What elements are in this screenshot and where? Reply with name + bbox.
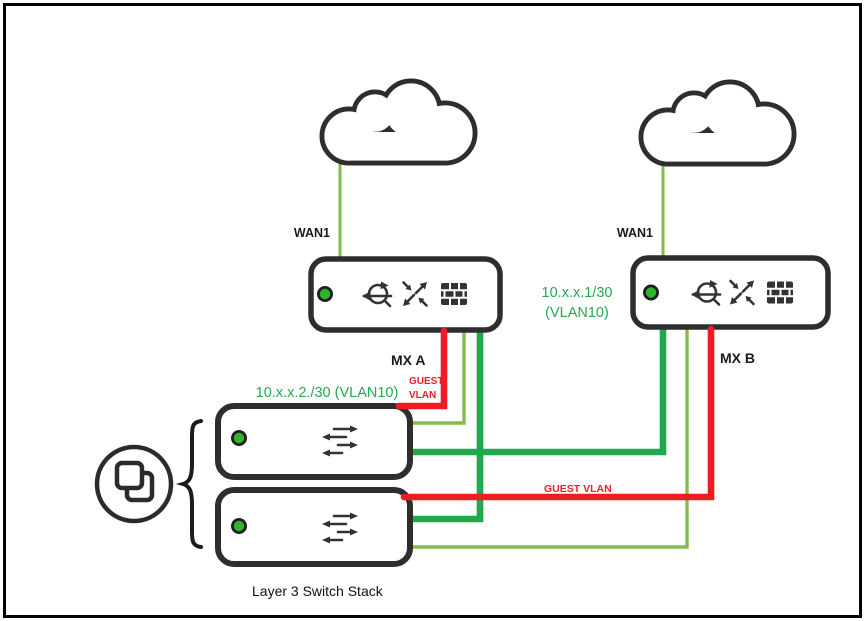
switch-1-device (215, 403, 413, 480)
mx-b-chassis (630, 255, 831, 330)
link-mxb-switch1-green (410, 322, 667, 456)
wan1-label-b: WAN1 (617, 226, 653, 240)
status-led (643, 284, 659, 301)
link-mxa-switch2-green (411, 325, 484, 523)
vlan10-right-label-line1: 10.x.x.1/30 (542, 285, 613, 301)
link-mxb-switch2-lightgreen (411, 322, 689, 549)
vlan10-left-label: 10.x.x.2./30 (VLAN10) (256, 385, 399, 401)
firewall-icon (440, 282, 468, 306)
switch-1-chassis (215, 403, 413, 480)
internet-cloud-b-icon (641, 82, 794, 164)
canvas-border (3, 3, 862, 618)
status-led (231, 430, 247, 446)
status-led (317, 286, 333, 302)
wan1-label-a: WAN1 (294, 226, 330, 240)
link-mxb-switch2-guest-vlan (400, 325, 715, 501)
internet-cloud-a-icon (322, 81, 475, 163)
guest-vlan-a-label-line2: VLAN (409, 390, 436, 401)
firewall-icon (766, 280, 794, 305)
status-led (231, 518, 247, 534)
mx-a-device (308, 256, 503, 333)
switch-2-chassis (215, 487, 413, 567)
link-mxa-switch1-lightgreen (411, 325, 466, 425)
link-mxa-switch1-guest-vlan (395, 327, 448, 410)
guest-vlan-b-label: GUEST VLAN (544, 483, 612, 495)
stack-icon (94, 444, 174, 524)
stack-caption: Layer 3 Switch Stack (252, 583, 384, 599)
stack-brace (175, 419, 203, 549)
mx-b-device (630, 255, 831, 330)
mx-a-label: MX A (391, 352, 425, 368)
mx-a-chassis (308, 256, 503, 333)
guest-vlan-a-label-line1: GUEST (409, 376, 443, 387)
vlan10-right-label-line2: (VLAN10) (545, 305, 609, 321)
mx-b-label: MX B (720, 350, 755, 366)
switch-2-device (215, 487, 413, 567)
